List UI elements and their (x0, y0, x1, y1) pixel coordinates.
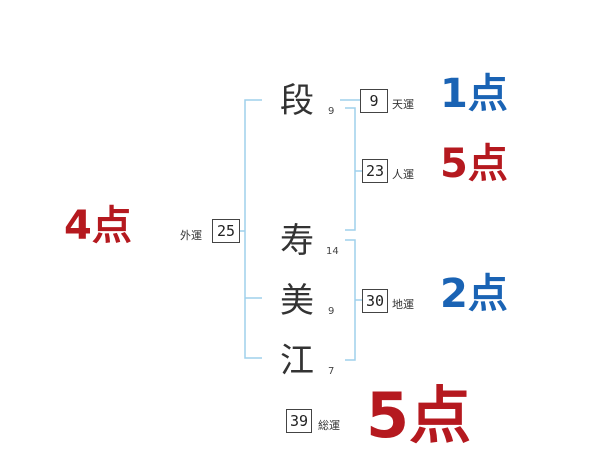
outer-label: 外運 (180, 229, 202, 242)
name-char-3: 美 (280, 281, 314, 321)
outer-bracket (244, 99, 262, 359)
total-value-box: 39 (286, 409, 312, 433)
name-char-4: 江 (280, 341, 314, 381)
stroke-count-4: 7 (328, 366, 335, 377)
name-char-2: 寿 (280, 221, 314, 261)
person-score: 5点 (440, 141, 508, 187)
stroke-count-2: 14 (326, 246, 339, 257)
stroke-count-3: 9 (328, 306, 335, 317)
person-bracket (345, 107, 356, 231)
heaven-score: 1点 (440, 71, 508, 117)
person-value-box: 23 (362, 159, 388, 183)
earth-label: 地運 (392, 298, 414, 311)
heaven-label: 天運 (392, 98, 414, 111)
earth-score: 2点 (440, 271, 508, 317)
total-label: 総運 (318, 419, 340, 432)
outer-value-box: 25 (212, 219, 240, 243)
outer-score: 4点 (64, 203, 132, 249)
earth-bracket (345, 239, 356, 361)
earth-value-box: 30 (362, 289, 388, 313)
total-score: 5点 (366, 379, 472, 452)
stroke-count-1: 9 (328, 106, 335, 117)
person-label: 人運 (392, 168, 414, 181)
name-char-1: 段 (280, 81, 314, 121)
heaven-value-box: 9 (360, 89, 388, 113)
